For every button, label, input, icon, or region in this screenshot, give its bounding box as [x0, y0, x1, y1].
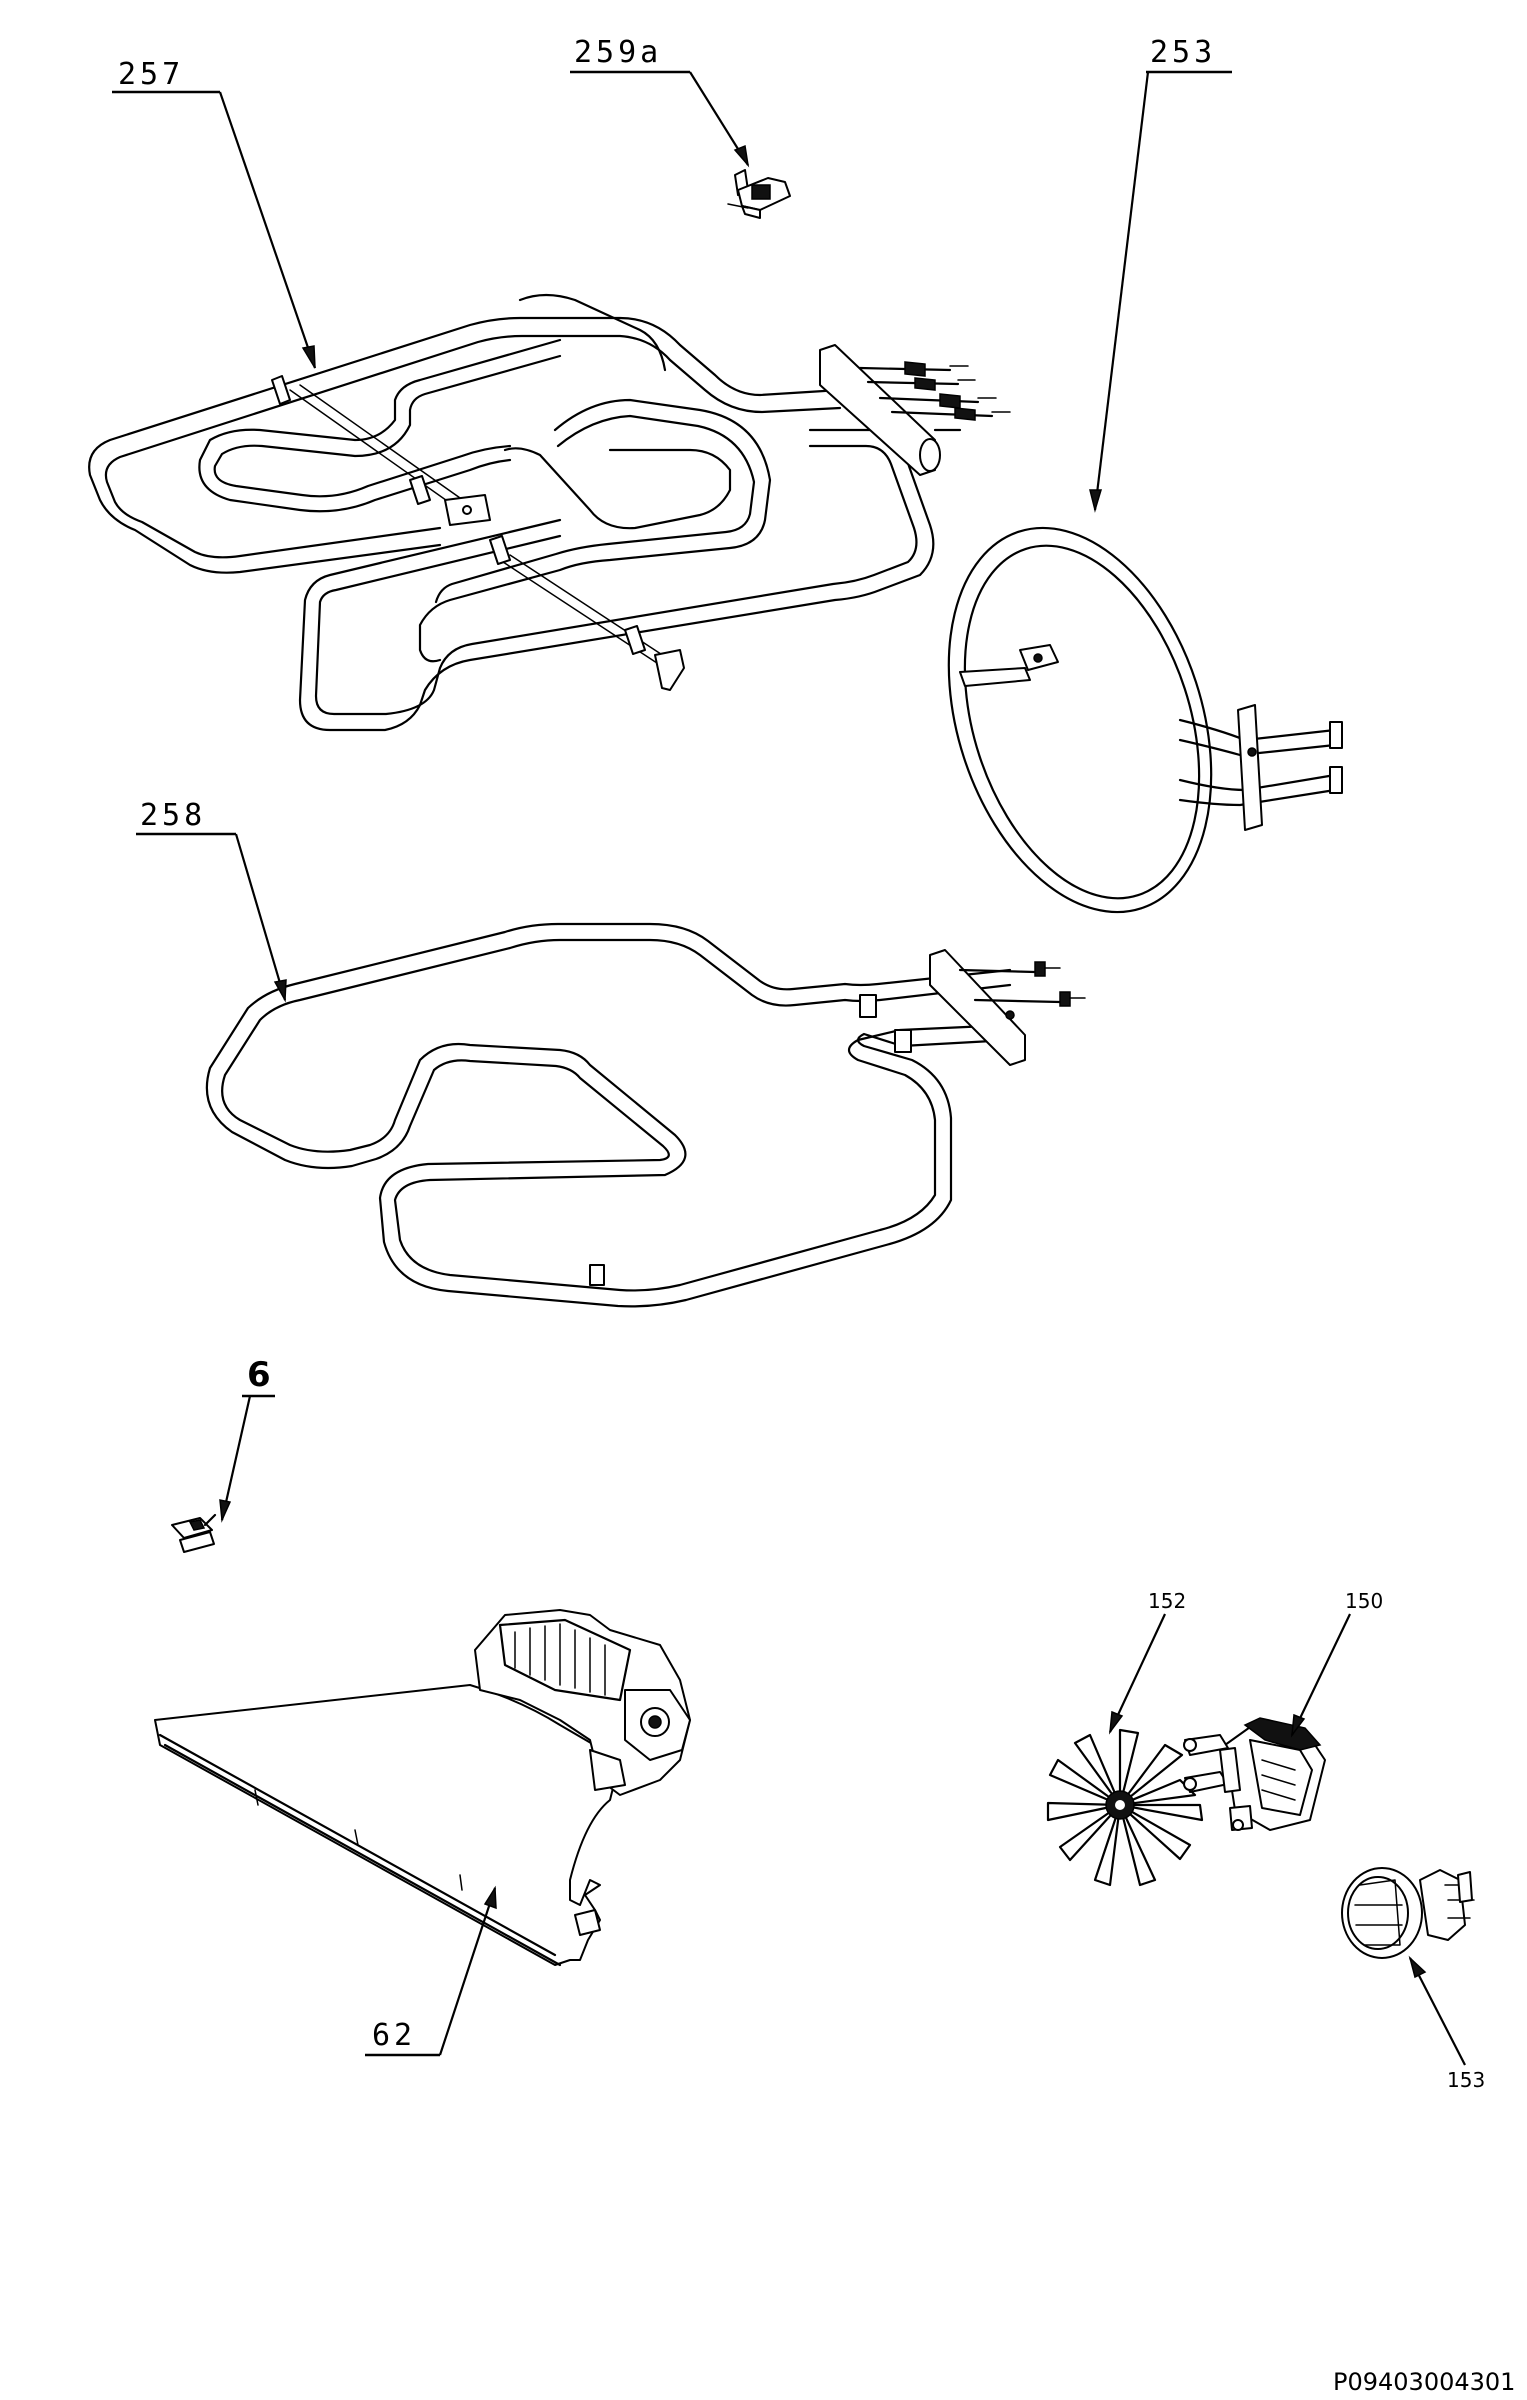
clip-6: [171, 1513, 217, 1553]
part-number-259a: 259a: [574, 35, 662, 70]
part-number-153: 153: [1447, 2068, 1485, 2092]
part-number-253: 253: [1150, 35, 1216, 70]
label-253: 253: [1089, 35, 1232, 513]
drawing-code: P09403004301: [1333, 2368, 1515, 2396]
oven-lamp-153: [1341, 1867, 1475, 1959]
part-number-257: 257: [118, 57, 184, 92]
label-62: 62: [365, 1885, 497, 2057]
part-number-62: 62: [372, 2018, 416, 2053]
part-number-150: 150: [1345, 1589, 1383, 1613]
part-number-152: 152: [1148, 1589, 1186, 1613]
fan-duct-62: [154, 1609, 691, 1967]
label-259a: 259a: [570, 35, 750, 168]
part-number-258: 258: [140, 798, 206, 833]
grill-element-257: [88, 293, 1011, 732]
part-number-6: 6: [247, 1355, 271, 1395]
bottom-element-258: [205, 922, 1086, 1308]
label-257: 257: [112, 57, 317, 369]
label-153: 153: [1408, 1955, 1485, 2092]
fan-blade-152: [1046, 1728, 1204, 1887]
label-150: 150: [1290, 1589, 1383, 1738]
label-258: 258: [136, 798, 287, 1003]
fan-motor-150: [1183, 1717, 1326, 1831]
circular-element-253: [947, 526, 1343, 914]
label-152: 152: [1108, 1589, 1186, 1735]
label-6: 6: [219, 1355, 275, 1523]
thermal-cutout-259a: [727, 169, 791, 219]
